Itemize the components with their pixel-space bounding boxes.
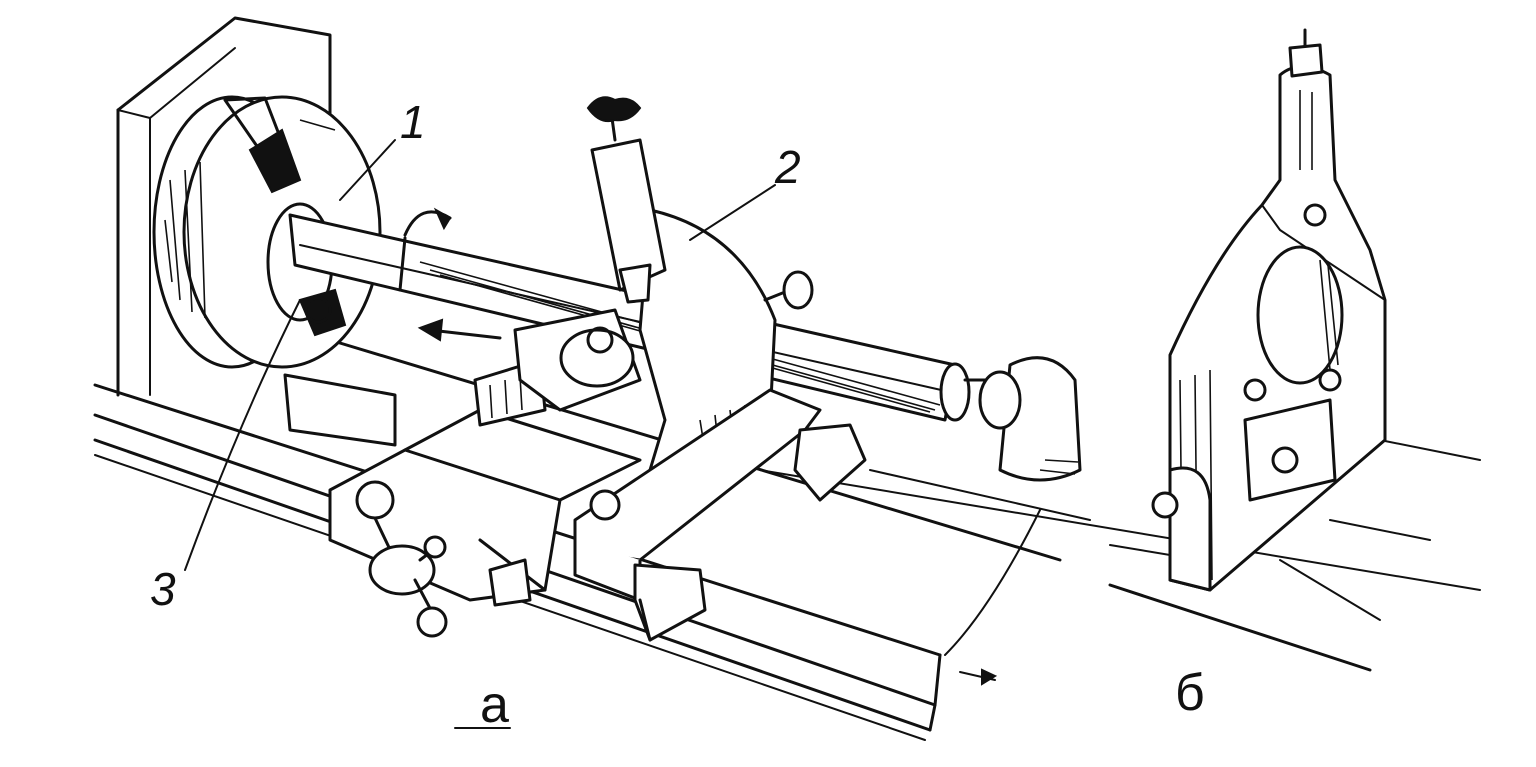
callout-2: 2 bbox=[774, 141, 801, 193]
steady-rest-top-jaw bbox=[590, 116, 667, 304]
callout-leaders bbox=[184, 139, 776, 571]
workpiece-shaft bbox=[288, 207, 1012, 422]
follow-rest-wing-screw[interactable] bbox=[1151, 203, 1342, 519]
carriage-handwheel[interactable] bbox=[355, 480, 448, 638]
callout-1: 1 bbox=[400, 96, 426, 148]
caption-view-b: б bbox=[1175, 664, 1205, 722]
feed-direction-arrow bbox=[417, 318, 502, 342]
caption-view-a: а bbox=[480, 676, 509, 734]
follow-rest-top-bolt[interactable] bbox=[1288, 28, 1324, 78]
view-b-follow-rest bbox=[1108, 65, 1481, 672]
callout-3: 3 bbox=[150, 563, 176, 615]
steady-rest-clamp-bolt[interactable] bbox=[763, 270, 814, 310]
steady-rest bbox=[573, 208, 867, 642]
top-jaw-adjusting-knob[interactable] bbox=[586, 96, 642, 123]
view-a-lathe-assembly bbox=[93, 16, 1481, 741]
cross-slide bbox=[513, 308, 642, 412]
tailstock bbox=[978, 356, 1082, 482]
